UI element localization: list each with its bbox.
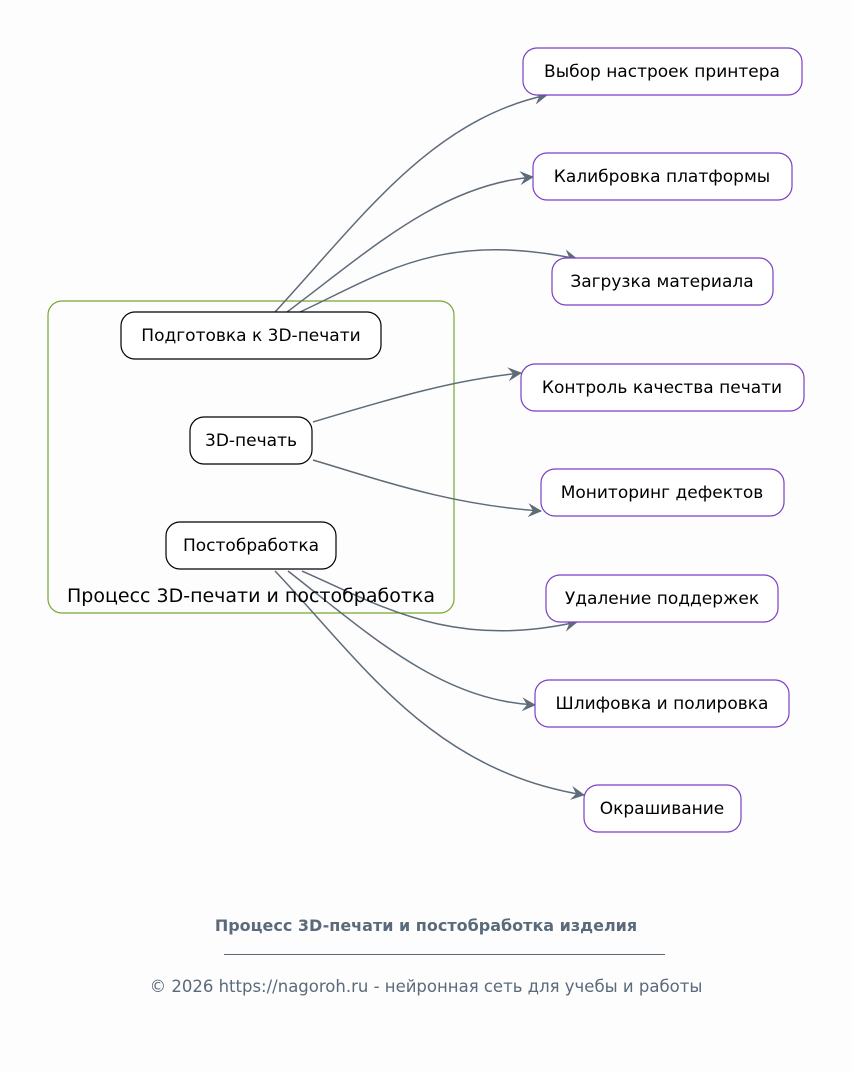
- node-prep-label: Подготовка к 3D-печати: [141, 326, 360, 346]
- node-material-loading-box[interactable]: [551, 257, 774, 306]
- edge-prep-to-o1: [274, 90, 548, 313]
- node-platform-calibration-box[interactable]: [532, 152, 793, 201]
- node-prep[interactable]: Подготовка к 3D-печати: [120, 311, 382, 360]
- node-support-removal[interactable]: Удаление поддержек: [545, 574, 779, 623]
- node-quality-control-box[interactable]: [520, 363, 805, 412]
- diagram-canvas: Процесс 3D-печати и постобработка Подгот…: [47, 47, 805, 833]
- node-printer-settings-label: Выбор настроек принтера: [544, 62, 780, 82]
- node-defect-monitoring-box[interactable]: [540, 468, 785, 517]
- footer-title: Процесс 3D-печати и постобработка издели…: [214, 916, 638, 935]
- edge-prep-to-o3: [299, 248, 578, 313]
- node-print-label: 3D-печать: [205, 431, 297, 451]
- node-painting-box[interactable]: [583, 784, 742, 833]
- node-prep-box[interactable]: [120, 311, 382, 360]
- node-platform-calibration-label: Калибровка платформы: [554, 167, 770, 187]
- edge-post-to-o8: [274, 570, 585, 800]
- node-painting-label: Окрашивание: [600, 799, 725, 819]
- node-painting[interactable]: Окрашивание: [583, 784, 742, 833]
- node-post[interactable]: Постобработка: [165, 521, 337, 570]
- edge-post-to-o6: [301, 570, 578, 632]
- cluster-label: Процесс 3D-печати и постобработка: [67, 585, 435, 607]
- node-post-label: Постобработка: [183, 536, 319, 556]
- node-quality-control[interactable]: Контроль качества печати: [520, 363, 805, 412]
- node-defect-monitoring-label: Мониторинг дефектов: [561, 483, 764, 503]
- node-sanding-polishing-label: Шлифовка и полировка: [556, 694, 769, 714]
- node-support-removal-box[interactable]: [545, 574, 779, 623]
- node-post-box[interactable]: [165, 521, 337, 570]
- node-printer-settings-box[interactable]: [522, 47, 803, 96]
- node-quality-control-label: Контроль качества печати: [542, 378, 782, 398]
- node-sanding-polishing-box[interactable]: [534, 679, 790, 728]
- footer-copyright: © 2026 https://nagoroh.ru - нейронная се…: [149, 977, 703, 996]
- node-support-removal-label: Удаление поддержек: [565, 589, 759, 609]
- node-material-loading[interactable]: Загрузка материала: [551, 257, 774, 306]
- edge-print-to-o4: [312, 367, 522, 423]
- node-printer-settings[interactable]: Выбор настроек принтера: [522, 47, 803, 96]
- node-print-box[interactable]: [189, 416, 313, 465]
- node-sanding-polishing[interactable]: Шлифовка и полировка: [534, 679, 790, 728]
- edge-print-to-o5: [312, 459, 542, 518]
- edges: [274, 90, 585, 800]
- cluster-process: [47, 300, 455, 614]
- edge-prep-to-o2: [286, 171, 534, 313]
- footer-divider: [224, 954, 665, 955]
- node-defect-monitoring[interactable]: Мониторинг дефектов: [540, 468, 785, 517]
- node-platform-calibration[interactable]: Калибровка платформы: [532, 152, 793, 201]
- node-print[interactable]: 3D-печать: [189, 416, 313, 465]
- node-material-loading-label: Загрузка материала: [570, 272, 753, 292]
- cluster-border: [47, 300, 455, 614]
- edge-post-to-o7: [287, 570, 536, 712]
